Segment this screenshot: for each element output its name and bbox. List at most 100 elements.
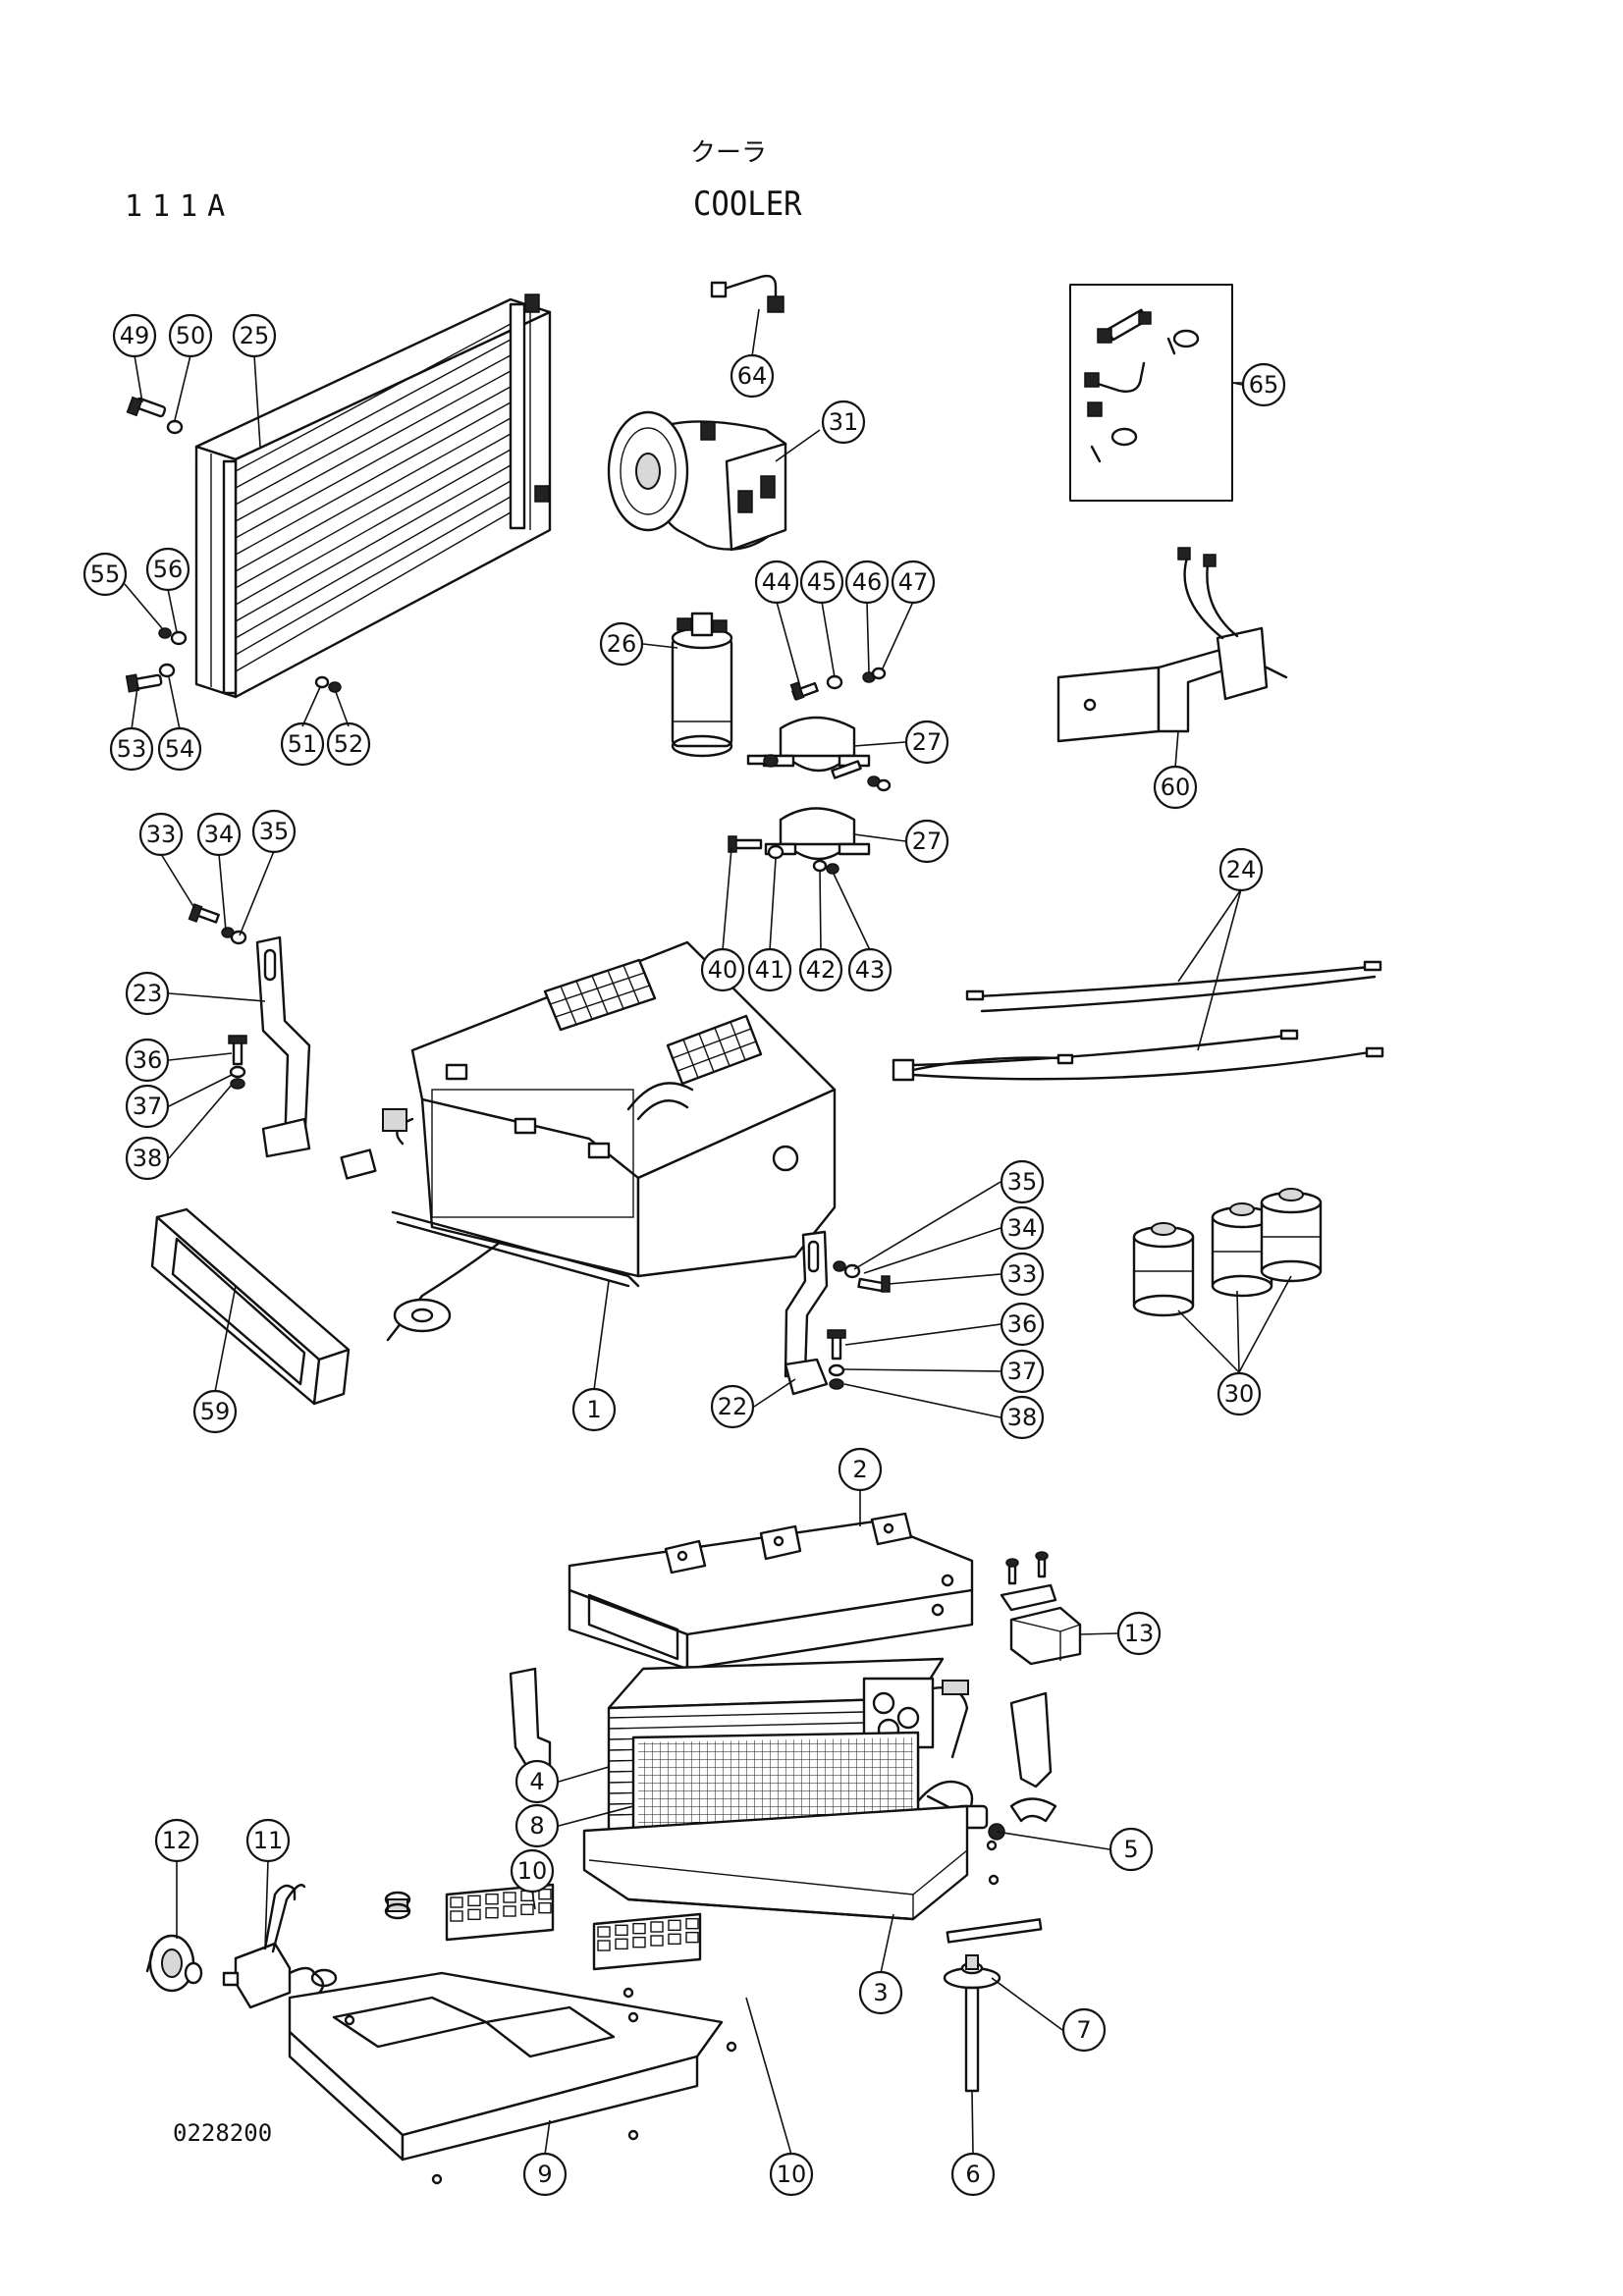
callout-6: 6 — [950, 2152, 996, 2197]
screws-55-56 — [158, 627, 188, 646]
drawing-number: 0228200 — [173, 2119, 273, 2147]
callout-number: 65 — [1249, 371, 1279, 399]
callout-circle — [326, 721, 371, 767]
leader-lines — [124, 308, 1292, 2156]
callout-number: 55 — [90, 561, 121, 588]
callout-3: 3 — [858, 1970, 903, 2015]
callout-circle — [1000, 1159, 1045, 1204]
callout-number: 40 — [708, 956, 738, 984]
callout-50: 50 — [168, 313, 213, 358]
callout-number: 22 — [718, 1393, 748, 1420]
callout-circle — [125, 1136, 170, 1181]
callout-43: 43 — [847, 947, 893, 992]
callout-34: 34 — [1000, 1205, 1045, 1251]
callout-number: 6 — [965, 2161, 980, 2188]
callout-number: 7 — [1076, 2016, 1091, 2044]
callout-number: 25 — [240, 322, 270, 349]
thermostat-drawing — [1000, 1551, 1082, 1666]
callout-47: 47 — [891, 560, 936, 605]
callout-12: 12 — [154, 1818, 199, 1863]
callout-circle — [1000, 1395, 1045, 1440]
callout-number: 42 — [806, 956, 837, 984]
callout-circle — [904, 819, 949, 864]
callout-number: 37 — [133, 1093, 163, 1120]
callout-circle — [280, 721, 325, 767]
drier-clamp-lower — [728, 807, 871, 875]
callout-number: 43 — [855, 956, 886, 984]
callout-number: 11 — [253, 1827, 284, 1854]
callout-46: 46 — [844, 560, 890, 605]
callout-number: 5 — [1123, 1836, 1138, 1863]
callout-33: 33 — [138, 812, 184, 857]
callout-27: 27 — [904, 819, 949, 864]
callout-10: 10 — [510, 1848, 555, 1894]
bolts-44-47 — [789, 667, 887, 701]
callout-7: 7 — [1061, 2007, 1107, 2053]
callout-25: 25 — [232, 313, 277, 358]
callout-number: 2 — [852, 1456, 867, 1483]
grommet-drawing — [943, 1954, 1001, 1990]
callout-circle — [514, 1803, 560, 1848]
callout-37: 37 — [125, 1084, 170, 1129]
callout-number: 33 — [146, 821, 177, 848]
callout-55: 55 — [82, 552, 128, 597]
mounting-bracket-left-drawing — [188, 903, 311, 1158]
callout-41: 41 — [747, 947, 792, 992]
screws-49-50 — [126, 396, 184, 435]
callout-56: 56 — [145, 547, 190, 592]
hose-fitting-kit-drawing — [1069, 284, 1249, 502]
callout-circle — [1217, 1371, 1262, 1416]
callout-number: 9 — [537, 2161, 552, 2188]
callout-number: 33 — [1007, 1260, 1038, 1288]
callout-9: 9 — [522, 2152, 568, 2197]
callout-circle — [599, 621, 644, 667]
page-title: COOLER — [693, 185, 802, 224]
callout-number: 12 — [162, 1827, 192, 1854]
callout-number: 50 — [176, 322, 206, 349]
callout-circle — [1000, 1205, 1045, 1251]
callout-4: 4 — [514, 1759, 560, 1804]
callout-36: 36 — [125, 1038, 170, 1083]
callout-36: 36 — [1000, 1302, 1045, 1347]
callout-number: 52 — [334, 730, 364, 758]
callout-30: 30 — [1217, 1371, 1262, 1416]
callout-number: 34 — [1007, 1214, 1038, 1242]
callout-number: 49 — [120, 322, 150, 349]
nuts-51-52 — [314, 675, 342, 693]
callout-number: 38 — [1007, 1404, 1038, 1431]
callout-circle — [1109, 1827, 1154, 1872]
callout-number: 10 — [777, 2161, 807, 2188]
callout-number: 30 — [1224, 1380, 1255, 1408]
callout-number: 8 — [529, 1812, 544, 1840]
callout-circle — [514, 1759, 560, 1804]
callout-2: 2 — [838, 1447, 883, 1492]
mounting-bracket-right-drawing — [784, 1230, 891, 1396]
pipe-fitting-drawing — [710, 274, 784, 313]
callout-number: 23 — [133, 980, 163, 1007]
callout-number: 34 — [204, 821, 235, 848]
callout-number: 56 — [153, 556, 184, 583]
callout-number: 35 — [259, 818, 290, 845]
callout-circle — [710, 1384, 755, 1429]
callout-circle — [1000, 1302, 1045, 1347]
callout-circle — [904, 720, 949, 765]
callout-number: 1 — [586, 1396, 601, 1423]
callout-circle — [125, 971, 170, 1016]
callout-65: 65 — [1241, 362, 1286, 407]
callout-number: 54 — [165, 735, 195, 763]
callout-number: 38 — [133, 1145, 163, 1172]
callout-51: 51 — [280, 721, 325, 767]
callout-circle — [1000, 1349, 1045, 1394]
drain-hose-drawing — [964, 1986, 980, 2093]
callout-number: 27 — [912, 728, 943, 756]
callout-64: 64 — [730, 353, 775, 399]
callout-number: 35 — [1007, 1168, 1038, 1196]
evaporator-side-brackets — [509, 1667, 1057, 1823]
callout-52: 52 — [326, 721, 371, 767]
callout-number: 41 — [755, 956, 785, 984]
callout-number: 53 — [117, 735, 147, 763]
callout-40: 40 — [700, 947, 745, 992]
callout-circle — [1116, 1611, 1162, 1656]
cooler-unit-drawing — [340, 940, 837, 1342]
